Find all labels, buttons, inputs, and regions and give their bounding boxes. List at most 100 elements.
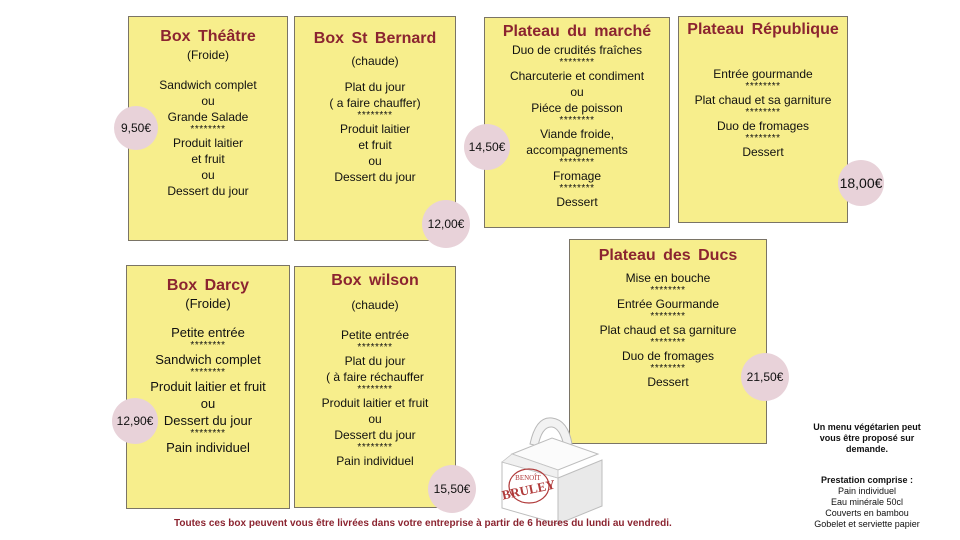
menu-line: Produit laitier et fruit	[150, 379, 266, 394]
card-lines: Plat du jour ( a faire chauffer)********P…	[295, 79, 455, 185]
menu-line: Mise en bouche	[625, 271, 711, 285]
menu-line: Produit laitier	[339, 122, 411, 136]
card-lines: Petite entrée********Plat du jour( à fai…	[295, 327, 455, 469]
menu-card-box-darcy: Box Darcy (Froide) Petite entrée********…	[126, 265, 290, 509]
price-badge: 14,50€	[464, 124, 510, 170]
brand-logo-line1: BENOÎT	[515, 474, 541, 482]
menu-line: Entrée Gourmande	[616, 297, 720, 311]
card-title: Box Théâtre	[160, 28, 256, 45]
menu-line: Duo de crudités fraîches	[511, 43, 643, 57]
menu-line: Dessert du jour	[334, 170, 416, 184]
menu-card-box-st-bernard: Box St Bernard (chaude) Plat du jour( a …	[294, 16, 456, 241]
menu-line: Entrée gourmande	[713, 67, 813, 81]
separator: ********	[190, 340, 226, 351]
note-line: demande.	[845, 444, 888, 454]
menu-line: ( a faire chauffer)	[329, 96, 421, 110]
separator: ********	[559, 115, 595, 126]
separator: ********	[745, 107, 781, 118]
card-lines: Entrée gourmande********Plat chaud et sa…	[679, 66, 847, 160]
menu-line: Plat chaud et sa garniture	[599, 323, 737, 337]
separator: ********	[745, 133, 781, 144]
separator: ********	[650, 285, 686, 296]
card-title: Plateau des Ducs	[598, 247, 738, 264]
price-badge: 18,00€	[838, 160, 884, 206]
delivery-footer: Toutes ces box peuvent vous être livrées…	[174, 518, 672, 529]
separator: ********	[357, 342, 393, 353]
menu-line: Fromage	[552, 169, 602, 183]
price-badge: 12,90€	[112, 398, 158, 444]
separator: ********	[650, 363, 686, 374]
menu-line: ou	[201, 168, 215, 182]
prestation-title: Prestation comprise :	[820, 475, 914, 485]
price-badge: 9,50€	[114, 106, 158, 150]
menu-line: Plat du jour	[344, 354, 406, 368]
prestation-item: Couverts en bambou	[825, 508, 909, 518]
menu-line: Pain individuel	[336, 454, 414, 468]
card-title: Plateau République	[687, 21, 839, 38]
menu-line: Dessert	[647, 375, 689, 389]
menu-line: Dessert du jour	[334, 428, 416, 442]
menu-line: ou	[368, 154, 382, 168]
menu-line: Charcuterie et condiment	[509, 69, 645, 83]
menu-line: Viande froide,	[540, 127, 614, 141]
separator: ********	[559, 157, 595, 168]
menu-line: Duo de fromages	[716, 119, 810, 133]
separator: ********	[190, 428, 226, 439]
menu-card-plateau-du-marche: Plateau du marché Duo de crudités fraîch…	[484, 17, 670, 228]
prestation-note: Prestation comprise : Pain individuel Ea…	[780, 475, 954, 530]
prestation-item: Eau minérale 50cl	[830, 497, 904, 507]
prestation-item: Pain individuel	[837, 486, 897, 496]
menu-line: Sandwich complet	[159, 78, 257, 92]
menu-line: Petite entrée	[171, 325, 245, 340]
separator: ********	[650, 311, 686, 322]
prestation-item: Gobelet et serviette papier	[814, 519, 920, 529]
card-lines: Petite entrée********Sandwich complet***…	[127, 324, 289, 456]
menu-line: et fruit	[191, 152, 225, 166]
menu-line: ou	[201, 94, 215, 108]
menu-line: accompagnements	[526, 143, 628, 157]
menu-line: Produit laitier et fruit	[321, 396, 429, 410]
menu-line: Petite entrée	[340, 328, 410, 342]
menu-card-plateau-des-ducs: Plateau des Ducs Mise en bouche********E…	[569, 239, 767, 444]
separator: ********	[559, 183, 595, 194]
menu-line: ou	[368, 412, 382, 426]
separator: ********	[650, 337, 686, 348]
menu-card-box-wilson: Box wilson (chaude) Petite entrée*******…	[294, 266, 456, 508]
menu-line: ou	[570, 85, 584, 99]
card-lines: Duo de crudités fraîches********Charcute…	[485, 42, 669, 210]
price-badge: 12,00€	[422, 200, 470, 248]
card-title: Box St Bernard	[313, 30, 437, 47]
separator: ********	[559, 57, 595, 68]
menu-line: Dessert	[556, 195, 598, 209]
separator: ********	[357, 110, 393, 121]
separator: ********	[190, 367, 226, 378]
price-badge: 21,50€	[741, 353, 789, 401]
card-subtitle: (Froide)	[185, 296, 231, 311]
card-title: Box wilson	[331, 272, 419, 289]
menu-line: Dessert	[742, 145, 784, 159]
note-line: vous être proposé sur	[819, 433, 915, 443]
menu-line: Plat du jour	[344, 80, 406, 94]
note-line: Un menu végétarien peut	[813, 422, 921, 432]
separator: ********	[357, 442, 393, 453]
menu-line: ( à faire réchauffer	[326, 370, 424, 384]
menu-line: Pain individuel	[166, 440, 250, 455]
card-title: Box Darcy	[166, 277, 250, 294]
card-subtitle: (chaude)	[351, 298, 399, 312]
card-lines: Mise en bouche********Entrée Gourmande**…	[570, 270, 766, 390]
menu-line: Plat chaud et sa garniture	[694, 93, 832, 107]
menu-line: Dessert du jour	[167, 184, 249, 198]
menu-line: Piéce de poisson	[531, 101, 623, 115]
menu-line: Produit laitier	[172, 136, 244, 150]
menu-line: et fruit	[358, 138, 392, 152]
separator: ********	[190, 124, 226, 135]
separator: ********	[745, 81, 781, 92]
menu-line: Duo de fromages	[621, 349, 715, 363]
card-subtitle: (Froide)	[186, 48, 229, 62]
menu-card-plateau-republique: Plateau République Entrée gourmande*****…	[678, 16, 848, 223]
vegetarian-note: Un menu végétarien peut vous être propos…	[780, 422, 954, 455]
price-badge: 15,50€	[428, 465, 476, 513]
separator: ********	[357, 384, 393, 395]
